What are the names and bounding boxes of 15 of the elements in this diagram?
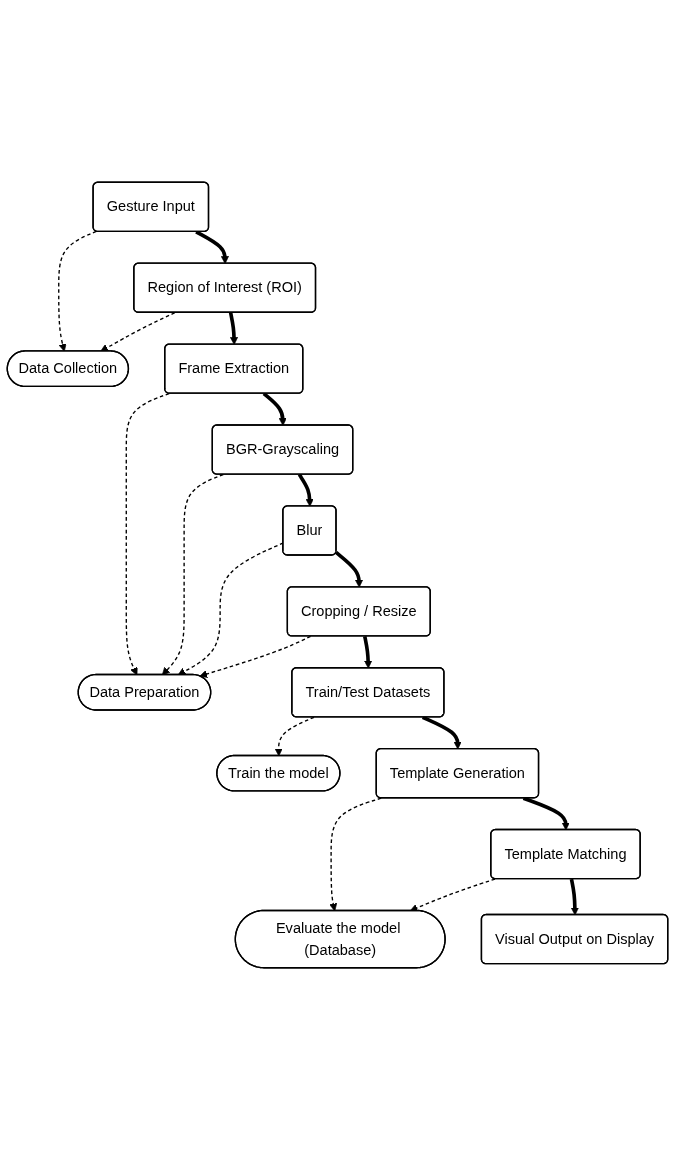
arrow: [58, 230, 97, 352]
arrow: [262, 391, 287, 426]
arrow: [421, 715, 462, 749]
arrow: [274, 716, 315, 756]
arrow: [100, 311, 176, 352]
arrow: [199, 635, 312, 678]
arrow: [335, 550, 364, 588]
arrow: [362, 635, 373, 669]
arrow: [569, 878, 579, 915]
arrow: [228, 311, 238, 345]
arrow: [297, 473, 314, 507]
arrow: [329, 797, 382, 911]
arrow: [125, 392, 170, 675]
arrow: [161, 473, 224, 675]
arrow: [195, 229, 229, 264]
